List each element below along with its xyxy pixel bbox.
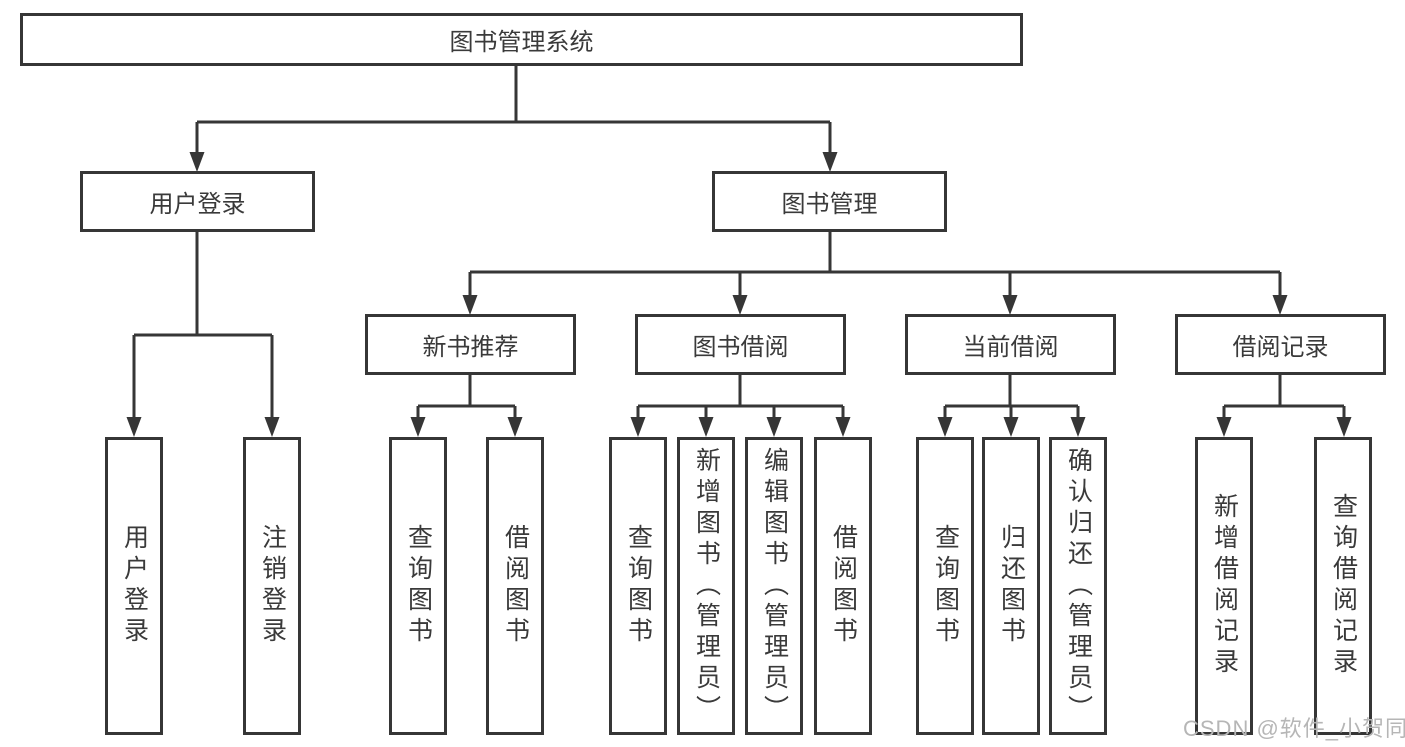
node-label: 查询图书 xyxy=(404,524,433,648)
node-library-management-system: 图书管理系统 xyxy=(20,13,1023,66)
node-leaf-edit-books-admin: 编辑图书（管理员） xyxy=(745,437,803,735)
node-book-management: 图书管理 xyxy=(712,171,947,232)
node-leaf-query-books-1: 查询图书 xyxy=(389,437,447,735)
node-leaf-user-login: 用户登录 xyxy=(105,437,163,735)
node-label: 新增图书（管理员） xyxy=(692,446,721,726)
node-leaf-borrow-books-2: 借阅图书 xyxy=(814,437,872,735)
node-user-login: 用户登录 xyxy=(80,171,315,232)
node-label: 查询图书 xyxy=(931,524,960,648)
node-leaf-confirm-return-admin: 确认归还（管理员） xyxy=(1049,437,1107,735)
node-leaf-query-books-2: 查询图书 xyxy=(609,437,667,735)
node-label: 注销登录 xyxy=(258,524,287,648)
node-label: 新增借阅记录 xyxy=(1210,493,1239,679)
node-leaf-query-books-3: 查询图书 xyxy=(916,437,974,735)
node-label: 借阅图书 xyxy=(829,524,858,648)
node-label: 编辑图书（管理员） xyxy=(760,446,789,726)
csdn-watermark: CSDN @软件_小贺同学 xyxy=(1183,716,1405,741)
node-leaf-borrow-books-1: 借阅图书 xyxy=(486,437,544,735)
node-label: 归还图书 xyxy=(997,524,1026,648)
node-label: 用户登录 xyxy=(120,524,149,648)
node-label: 图书借阅 xyxy=(692,334,789,361)
node-label: 查询借阅记录 xyxy=(1329,493,1358,679)
node-label: 用户登录 xyxy=(149,191,246,218)
node-label: 借阅记录 xyxy=(1232,334,1329,361)
node-new-book-recommend: 新书推荐 xyxy=(365,314,576,375)
node-label: 新书推荐 xyxy=(422,334,519,361)
node-leaf-query-borrow-record: 查询借阅记录 xyxy=(1314,437,1372,735)
node-label: 图书管理 xyxy=(781,191,878,218)
node-label: 当前借阅 xyxy=(962,334,1059,361)
node-label: 确认归还（管理员） xyxy=(1064,446,1093,726)
node-label: 查询图书 xyxy=(624,524,653,648)
node-current-borrow: 当前借阅 xyxy=(905,314,1116,375)
arrowheads xyxy=(126,152,1352,437)
node-label: 借阅图书 xyxy=(501,524,530,648)
node-leaf-add-books-admin: 新增图书（管理员） xyxy=(677,437,735,735)
node-leaf-add-borrow-record: 新增借阅记录 xyxy=(1195,437,1253,735)
node-book-borrow: 图书借阅 xyxy=(635,314,846,375)
node-leaf-logout: 注销登录 xyxy=(243,437,301,735)
node-leaf-return-books: 归还图书 xyxy=(982,437,1040,735)
node-borrow-records: 借阅记录 xyxy=(1175,314,1386,375)
node-label: 图书管理系统 xyxy=(449,29,594,56)
